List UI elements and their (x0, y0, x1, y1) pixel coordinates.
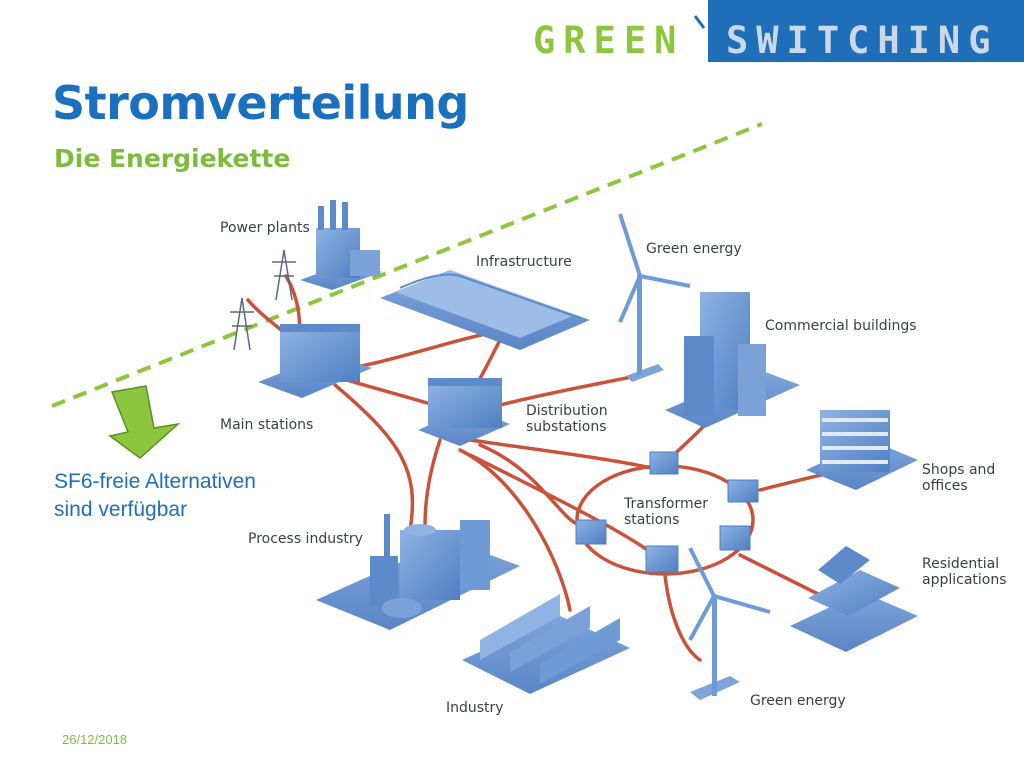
label-process-industry: Process industry (248, 531, 363, 547)
label-transformer-line2: stations (624, 512, 679, 528)
label-green-energy-top: Green energy (646, 241, 742, 257)
slide-date: 26/12/2018 (62, 732, 128, 747)
wind-turbine-top (618, 213, 691, 382)
label-distribution-line2: substations (526, 419, 607, 435)
power-plant-building (300, 200, 382, 290)
boundary-dashed-line (51, 122, 763, 408)
label-commercial-buildings: Commercial buildings (765, 318, 917, 334)
label-residential-line2: applications (922, 572, 1007, 588)
logo-banner (708, 0, 1024, 62)
logo-tick-icon (694, 15, 706, 29)
process-industry-plant (316, 514, 520, 630)
label-distribution-line1: Distribution (526, 403, 608, 419)
wind-turbine-bottom (688, 547, 771, 700)
sf6-note-line1: SF6-freie Alternativen (54, 470, 256, 493)
label-shops-line2: offices (922, 478, 968, 494)
label-transformer-line1: Transformer (623, 496, 708, 512)
label-power-plants: Power plants (220, 220, 310, 236)
main-station-building (258, 324, 372, 398)
pylon-icon (230, 249, 296, 351)
industry-building (462, 594, 630, 694)
commercial-buildings (665, 292, 800, 428)
label-industry: Industry (446, 700, 504, 716)
shops-offices-building (806, 410, 918, 490)
label-residential-line1: Residential (922, 556, 999, 572)
label-main-stations: Main stations (220, 417, 313, 433)
infrastructure-station (380, 270, 590, 350)
down-arrow-icon (108, 385, 181, 459)
logo-word-green: GREEN (533, 19, 685, 62)
page-subtitle: Die Energiekette (54, 144, 291, 173)
transformer-stations (575, 451, 759, 573)
distribution-substation (418, 378, 510, 446)
sf6-note: SF6-freie Alternativen sind verfügbar (54, 468, 256, 524)
label-green-energy-bottom: Green energy (750, 693, 846, 709)
page-title: Stromverteilung (52, 76, 469, 130)
label-shops-line1: Shops and (922, 462, 995, 478)
label-infrastructure: Infrastructure (476, 254, 572, 270)
sf6-note-line2: sind verfügbar (54, 498, 188, 521)
residential-house (790, 546, 918, 652)
logo-word-switching: SWITCHING (726, 19, 999, 62)
